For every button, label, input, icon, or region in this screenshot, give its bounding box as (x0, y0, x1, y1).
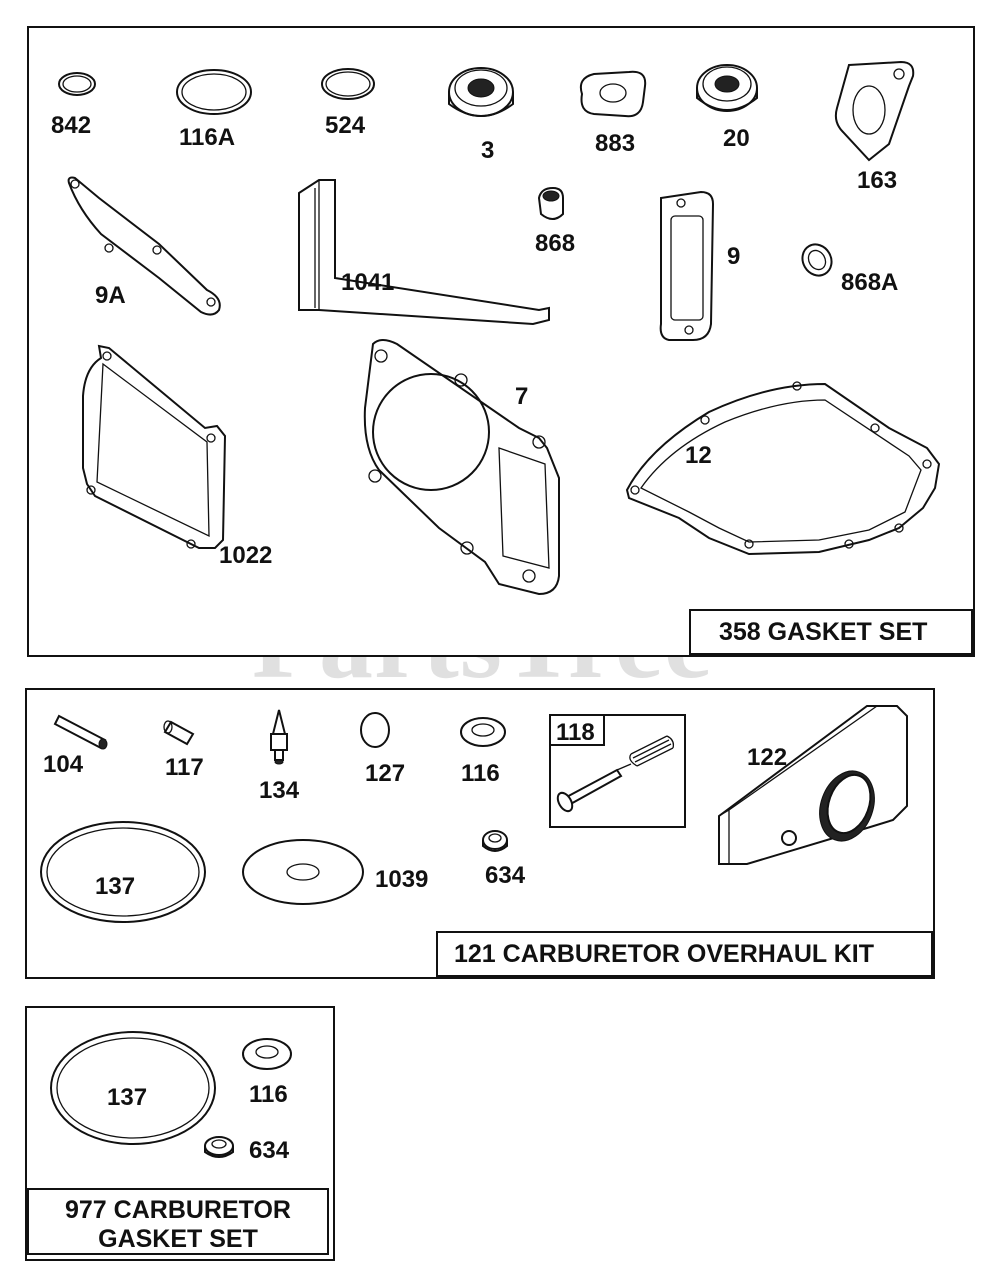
label-1022: 1022 (219, 542, 272, 569)
part-1022-gasket[interactable] (82, 344, 227, 549)
part-12-crankcase-gasket[interactable] (625, 381, 941, 556)
label-12: 12 (685, 442, 712, 469)
part-1041-strip[interactable] (298, 179, 550, 326)
part-104-pin[interactable] (53, 714, 108, 750)
part-137-gasket-ring[interactable] (40, 821, 206, 923)
part-118-label-box (549, 714, 605, 746)
label-868: 868 (535, 230, 575, 257)
label-9A: 9A (95, 282, 126, 309)
gasket-set-panel: 842 116A 524 3 883 (27, 26, 975, 657)
label-127: 127 (365, 760, 405, 787)
part-118-spring[interactable] (629, 735, 675, 767)
part-868A-washer[interactable] (797, 239, 837, 281)
part-9-gasket[interactable] (659, 190, 715, 341)
part-118-mixture-screw[interactable] (555, 763, 632, 814)
part-20-oil-seal[interactable] (696, 64, 758, 112)
part-116-washer[interactable] (242, 1038, 292, 1070)
label-122: 122 (747, 744, 787, 771)
label-116: 116 (249, 1081, 288, 1108)
label-842: 842 (51, 112, 91, 139)
label-137: 137 (95, 873, 135, 900)
part-7-head-gasket[interactable] (363, 339, 560, 596)
label-9: 9 (727, 243, 740, 270)
carburetor-gasket-set-panel: 137 116 634 977 CARBURETOR GASKET SET (25, 1006, 335, 1261)
label-116A: 116A (179, 124, 235, 151)
label-116: 116 (461, 760, 500, 787)
carburetor-gasket-set-title: 977 CARBURETOR GASKET SET (27, 1188, 329, 1255)
part-127-welch-plug[interactable] (360, 712, 390, 748)
label-20: 20 (723, 125, 750, 152)
label-634: 634 (249, 1137, 290, 1164)
part-9A-gasket[interactable] (67, 176, 221, 316)
part-134-needle-valve[interactable] (270, 709, 288, 765)
part-842-ring[interactable] (58, 72, 96, 96)
label-118: 118 (556, 719, 595, 746)
carburetor-overhaul-kit-title: 121 CARBURETOR OVERHAUL KIT (436, 931, 933, 977)
label-117: 117 (165, 754, 204, 781)
label-1039: 1039 (375, 866, 428, 893)
gasket-set-diagram: 842 116A 524 3 883 (51, 60, 941, 596)
part-116A-ring[interactable] (176, 69, 252, 115)
label-1041: 1041 (341, 269, 394, 296)
gasket-set-title: 358 GASKET SET (689, 609, 973, 655)
carburetor-overhaul-kit-panel: 104 117 134 127 116 118 (25, 688, 935, 979)
carburetor-overhaul-kit-diagram: 104 117 134 127 116 118 (40, 705, 908, 923)
label-634: 634 (485, 862, 526, 889)
carburetor-gasket-set-diagram: 137 116 634 (50, 1031, 292, 1164)
label-7: 7 (515, 383, 528, 410)
part-122-spacer[interactable] (718, 705, 908, 865)
label-868A: 868A (841, 269, 898, 296)
label-3: 3 (481, 137, 494, 164)
part-3-oil-seal[interactable] (448, 67, 514, 117)
part-163-gasket[interactable] (834, 60, 915, 162)
part-524-ring[interactable] (321, 68, 375, 100)
part-883-gasket[interactable] (579, 70, 647, 118)
part-634-washer[interactable] (482, 830, 508, 852)
label-163: 163 (857, 167, 897, 194)
label-104: 104 (43, 751, 84, 778)
part-634-washer[interactable] (204, 1136, 234, 1158)
carburetor-gasket-set-title-line2: GASKET SET (98, 1225, 258, 1253)
label-883: 883 (595, 130, 635, 157)
label-524: 524 (325, 112, 366, 139)
label-134: 134 (259, 777, 300, 804)
carburetor-gasket-set-title-line1: 977 CARBURETOR (65, 1196, 291, 1224)
part-1039-diaphragm[interactable] (242, 839, 364, 905)
part-137-gasket-ring[interactable] (50, 1031, 216, 1145)
part-868-valve-seal[interactable] (537, 186, 564, 220)
part-117-pin[interactable] (163, 720, 195, 746)
label-137: 137 (107, 1084, 147, 1111)
part-118-box (549, 714, 686, 828)
part-116-washer[interactable] (460, 717, 506, 747)
